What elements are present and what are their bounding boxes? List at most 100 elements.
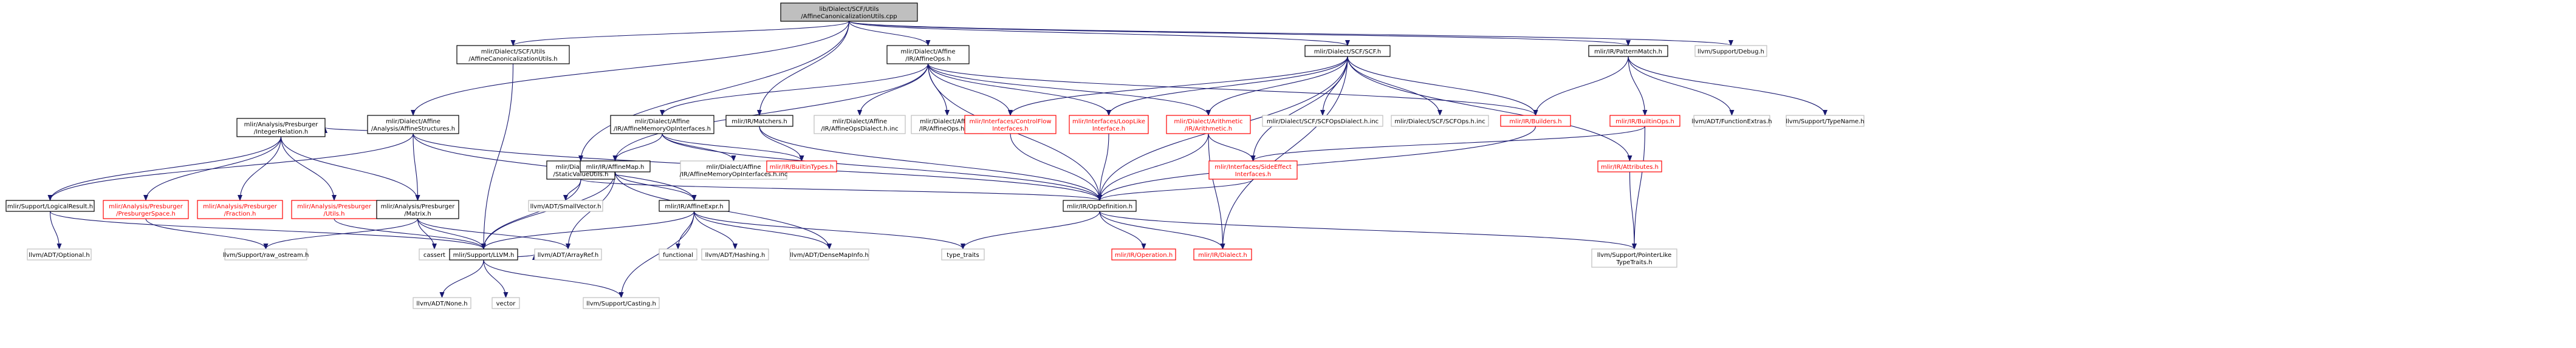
node-box-presb_space xyxy=(103,200,189,219)
node-op_definition[interactable]: mlir/IR/OpDefinition.h xyxy=(1063,200,1137,212)
edge-layer xyxy=(47,21,1828,298)
node-box-affine_map xyxy=(580,160,651,172)
node-label-densemapinfo-0: llvm/ADT/DenseMapInfo.h xyxy=(790,252,869,259)
edge-integer_rel-to-logical_result xyxy=(47,136,282,201)
node-label-affine_ops-0: mlir/Dialect/Affine xyxy=(900,49,955,55)
node-attributes[interactable]: mlir/IR/Attributes.h xyxy=(1597,160,1662,172)
edge-root-to-static_value xyxy=(578,21,850,162)
node-box-affine_ops xyxy=(886,45,970,64)
node-box-builtin_types xyxy=(766,160,837,172)
node-label-presb_utils-0: mlir/Analysis/Presburger xyxy=(297,203,372,210)
node-root[interactable]: lib/Dialect/SCF/Utils/AffineCanonicaliza… xyxy=(780,2,918,22)
edge-builtin_ops-to-side_effect_if xyxy=(1250,126,1646,162)
node-scf_affcanon[interactable]: mlir/Dialect/SCF/Utils/AffineCanonicaliz… xyxy=(456,45,570,64)
edge-scf_h-to-side_effect_if xyxy=(1250,56,1348,162)
node-layer: lib/Dialect/SCF/Utils/AffineCanonicaliza… xyxy=(5,2,1865,309)
node-box-none_h xyxy=(413,297,471,309)
edge-llvm_h-to-casting xyxy=(483,259,624,298)
edge-affine_expr-to-type_traits xyxy=(693,211,965,250)
edge-logical_result-to-optional_h xyxy=(49,211,62,250)
edge-integer_rel-to-presb_space xyxy=(143,136,282,201)
node-scf_h[interactable]: mlir/Dialect/SCF/SCF.h xyxy=(1304,45,1391,57)
node-label-op_definition-0: mlir/IR/OpDefinition.h xyxy=(1067,203,1132,210)
node-affine_ops[interactable]: mlir/Dialect/Affine/IR/AffineOps.h xyxy=(886,45,970,64)
node-affine_expr[interactable]: mlir/IR/AffineExpr.h xyxy=(659,200,730,212)
edge-affine_map-to-affine_expr xyxy=(614,171,697,201)
node-label-pointerlike-1: TypeTraits.h xyxy=(1615,259,1652,266)
node-dialect_h[interactable]: mlir/IR/Dialect.h xyxy=(1193,248,1252,261)
node-label-pattern_match-0: mlir/IR/PatternMatch.h xyxy=(1594,49,1662,55)
edge-affine_ops-to-aff_ops_dialect_inc xyxy=(857,63,929,116)
edge-pattern_match-to-builders xyxy=(1533,56,1629,116)
node-raw_ostream: llvm/Support/raw_ostream.h xyxy=(223,248,309,261)
edge-aff_memop_if-to-affine_map xyxy=(612,133,663,162)
node-hashing: llvm/ADT/Hashing.h xyxy=(701,248,769,261)
node-label-attributes-0: mlir/IR/Attributes.h xyxy=(1601,164,1659,171)
node-aff_structs[interactable]: mlir/Dialect/Affine/Analysis/AffineStruc… xyxy=(367,115,459,134)
node-integer_rel[interactable]: mlir/Analysis/Presburger/IntegerRelation… xyxy=(236,118,326,137)
node-box-vector xyxy=(492,297,520,309)
node-matchers[interactable]: mlir/IR/Matchers.h xyxy=(725,115,793,127)
edge-scf_h-to-builders xyxy=(1347,56,1538,116)
node-label-aff_ops_inc-0: mlir/Dialect/Affine xyxy=(920,118,975,125)
edge-root-to-scf_affcanon xyxy=(510,21,850,46)
node-box-debug_h xyxy=(1694,45,1767,57)
node-fraction[interactable]: mlir/Analysis/Presburger/Fraction.h xyxy=(197,200,283,219)
edge-builders-to-op_definition xyxy=(1097,126,1536,201)
node-logical_result[interactable]: mlir/Support/LogicalResult.h xyxy=(5,200,95,212)
node-label-vector-0: vector xyxy=(496,301,516,307)
node-llvm_h[interactable]: mlir/Support/LLVM.h xyxy=(449,248,518,261)
node-label-root-0: lib/Dialect/SCF/Utils xyxy=(819,6,879,13)
edge-arith-to-op_definition xyxy=(1097,133,1209,201)
edge-attributes-to-pointerlike xyxy=(1629,171,1637,250)
node-pattern_match[interactable]: mlir/IR/PatternMatch.h xyxy=(1588,45,1668,57)
edge-scf_affcanon-to-llvm_h xyxy=(481,63,514,250)
node-label-operation_h-0: mlir/IR/Operation.h xyxy=(1115,252,1173,259)
node-box-attributes xyxy=(1597,160,1662,172)
node-label-fraction-0: mlir/Analysis/Presburger xyxy=(203,203,278,210)
edge-aff_memop_if-to-op_definition xyxy=(662,133,1102,201)
node-operation_h[interactable]: mlir/IR/Operation.h xyxy=(1111,248,1176,261)
edge-affine_ops-to-aff_memop_if xyxy=(660,63,929,116)
node-label-aff_memop_if-0: mlir/Dialect/Affine xyxy=(635,118,690,125)
node-box-casting xyxy=(583,297,660,309)
node-builtin_ops[interactable]: mlir/IR/BuiltinOps.h xyxy=(1609,115,1680,127)
node-label-functional-0: functional xyxy=(663,252,693,259)
node-box-builders xyxy=(1500,115,1571,127)
node-box-aff_structs xyxy=(367,115,459,134)
edge-matrix-to-llvm_h xyxy=(417,218,486,250)
node-box-optional_h xyxy=(27,248,92,261)
node-box-llvm_h xyxy=(449,248,518,261)
node-presb_space[interactable]: mlir/Analysis/Presburger/PresburgerSpace… xyxy=(103,200,189,219)
edge-llvm_h-to-none_h xyxy=(439,259,484,298)
edge-integer_rel-to-fraction xyxy=(238,136,282,201)
node-box-pattern_match xyxy=(1588,45,1668,57)
node-arith[interactable]: mlir/Dialect/Arithmetic/IR/Arithmetic.h xyxy=(1166,115,1251,134)
node-presb_utils[interactable]: mlir/Analysis/Presburger/Utils.h xyxy=(291,200,377,219)
node-label-aff_structs-0: mlir/Dialect/Affine xyxy=(386,118,440,125)
edge-presb_space-to-raw_ostream xyxy=(145,218,269,250)
node-label-builders-0: mlir/IR/Builders.h xyxy=(1509,118,1561,125)
node-label-scf_affcanon-0: mlir/Dialect/SCF/Utils xyxy=(481,49,546,55)
node-arrayref: llvm/ADT/ArrayRef.h xyxy=(534,248,602,261)
edge-affine_ops-to-builders xyxy=(927,63,1538,116)
node-matrix[interactable]: mlir/Analysis/Presburger/Matrix.h xyxy=(376,200,459,219)
node-none_h: llvm/ADT/None.h xyxy=(413,297,471,309)
node-optional_h: llvm/ADT/Optional.h xyxy=(27,248,92,261)
node-cassert: cassert xyxy=(419,248,450,261)
node-builders[interactable]: mlir/IR/Builders.h xyxy=(1500,115,1571,127)
node-affine_map[interactable]: mlir/IR/AffineMap.h xyxy=(580,160,651,172)
edge-root-to-matchers xyxy=(757,21,850,116)
node-aff_ops_dialect_inc: mlir/Dialect/Affine/IR/AffineOpsDialect.… xyxy=(814,115,906,134)
edge-aff_memop_if-to-builtin_types xyxy=(662,133,804,162)
node-box-root xyxy=(780,2,918,22)
edge-matchers-to-op_definition xyxy=(759,126,1102,201)
edge-matrix-to-arrayref xyxy=(417,218,570,250)
node-box-aff_memop_if xyxy=(610,115,714,134)
node-aff_memop_if[interactable]: mlir/Dialect/Affine/IR/AffineMemoryOpInt… xyxy=(610,115,714,134)
edge-root-to-scf_h xyxy=(848,21,1350,46)
node-builtin_types[interactable]: mlir/IR/BuiltinTypes.h xyxy=(766,160,837,172)
